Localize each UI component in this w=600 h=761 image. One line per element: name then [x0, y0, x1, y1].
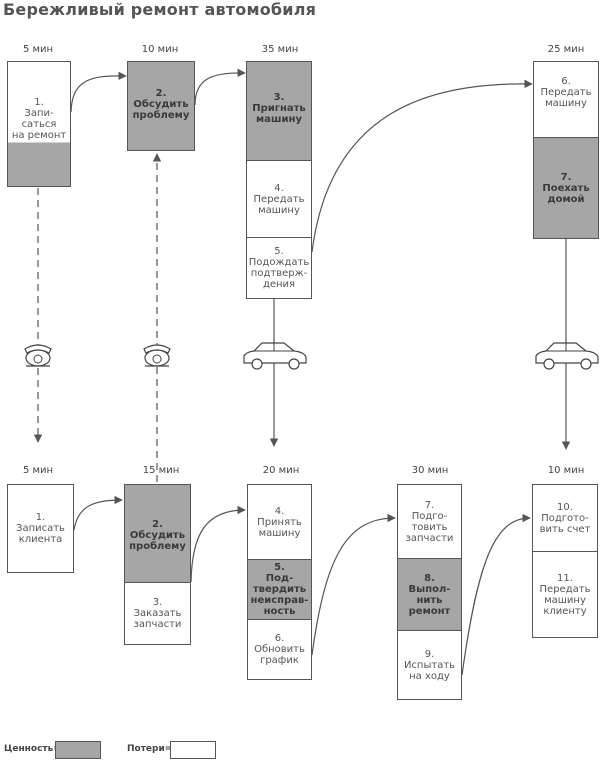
arrow-bot-2-4: [190, 505, 246, 583]
time-label-top-1: 5 мин: [22, 44, 54, 55]
phone-icon: [24, 344, 52, 367]
step-bottom-4: 4. Принять машину: [247, 484, 312, 560]
time-label-bottom-3: 20 мин: [262, 465, 300, 476]
arrow-top-2-3: [194, 68, 246, 106]
step-bottom-11: 11. Передать машину клиенту: [532, 551, 598, 638]
arrow-bot-6-7: [311, 513, 396, 656]
phone-icon: [143, 344, 171, 367]
arrow-bot-9-10: [461, 513, 531, 676]
arrow-bot-1-2: [73, 495, 123, 531]
step-top-1-card: [7, 61, 71, 187]
time-label-top-3: 35 мин: [261, 44, 299, 55]
step-top-5: 5. Подождать подтверж- дения: [246, 237, 312, 299]
car-icon: [535, 342, 599, 370]
step-bottom-2: 2. Обсудить проблему: [124, 484, 191, 583]
step-bottom-1: 1. Записать клиента: [7, 484, 74, 573]
step-top-3: 3. Пригнать машину: [246, 61, 312, 161]
step-top-2: 2. Обсудить проблему: [127, 61, 195, 151]
car-icon: [243, 342, 307, 370]
step-bottom-3: 3. Заказать запчасти: [124, 582, 191, 645]
time-label-bottom-2: 15 мин: [142, 465, 180, 476]
step-top-6: 6. Передать машину: [533, 61, 599, 138]
step-top-1: 1. Запи- саться на ремонт: [11, 97, 67, 141]
step-bottom-10: 10. Подгото- вить счет: [532, 484, 598, 552]
step-bottom-6: 6. Обновить график: [247, 619, 312, 680]
arrow-top-5-6: [311, 79, 533, 253]
legend-waste-label: Потери=: [127, 744, 173, 754]
time-label-top-4: 25 мин: [547, 44, 585, 55]
step-bottom-7: 7. Подго- товить запчасти: [397, 484, 462, 559]
page-title: Бережливый ремонт автомобиля: [3, 0, 317, 19]
legend-value-swatch: [55, 741, 101, 759]
arrow-top-1-2: [70, 71, 127, 113]
legend-value-label: Ценность=: [4, 744, 61, 754]
step-top-4: 4. Передать машину: [246, 160, 312, 238]
time-label-bottom-4: 30 мин: [411, 465, 449, 476]
legend-waste-swatch: [170, 741, 216, 759]
time-label-top-2: 10 мин: [141, 44, 179, 55]
time-label-bottom-1: 5 мин: [22, 465, 54, 476]
time-label-bottom-5: 10 мин: [547, 465, 585, 476]
step-bottom-5: 5. Под- твердить неисправ- ность: [247, 559, 312, 620]
step-top-7: 7. Поехать домой: [533, 137, 599, 239]
step-bottom-9: 9. Испытать на ходу: [397, 630, 462, 700]
step-bottom-8: 8. Выпол- нить ремонт: [397, 558, 462, 631]
